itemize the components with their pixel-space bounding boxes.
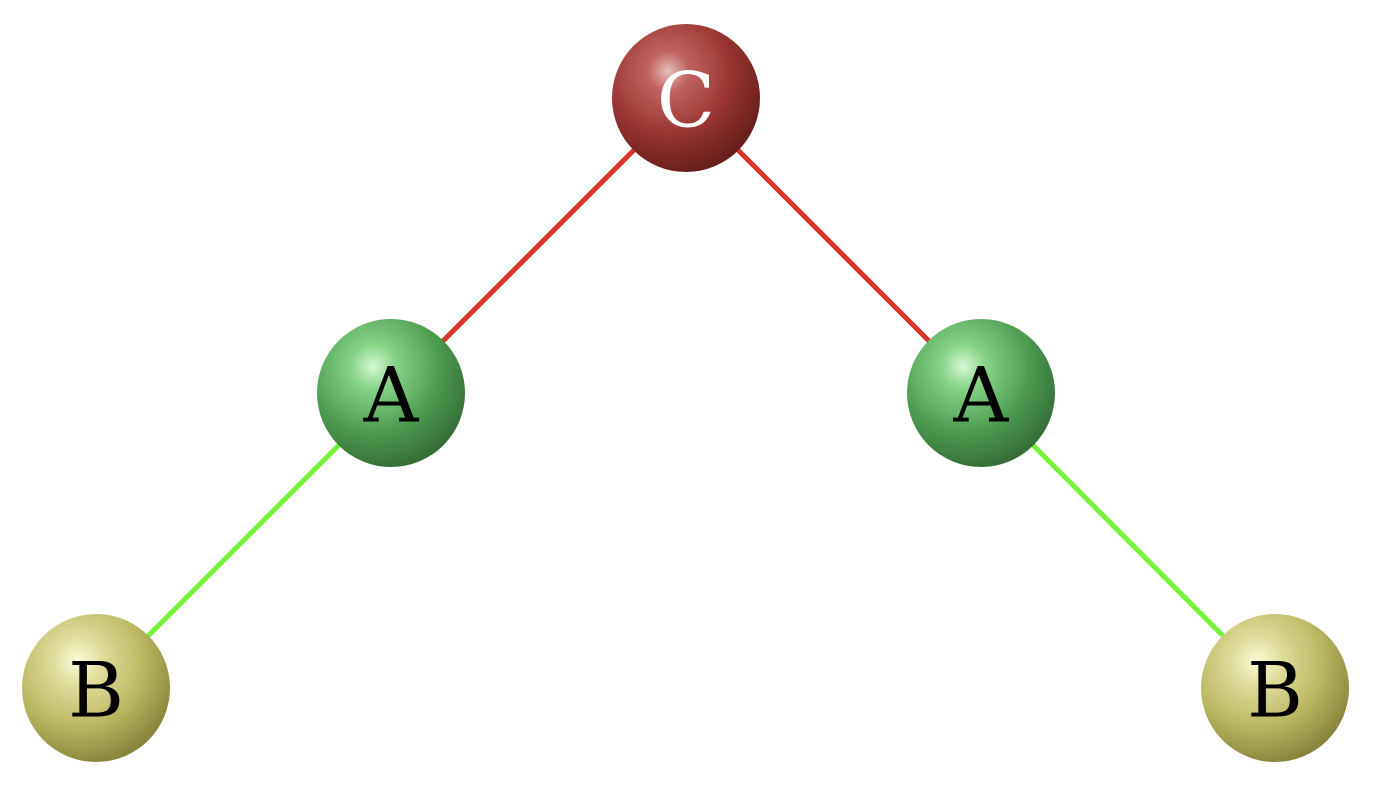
- nodes: C A A B B: [22, 24, 1349, 762]
- node-a-left: A: [317, 319, 465, 467]
- node-b-right: B: [1201, 614, 1349, 762]
- node-b-right-label: B: [1247, 646, 1303, 735]
- node-b-left-label: B: [68, 646, 124, 735]
- edges: [94, 96, 1277, 690]
- node-c-label: C: [657, 56, 715, 145]
- node-b-left: B: [22, 614, 170, 762]
- node-a-right-sphere: [907, 319, 1055, 467]
- node-b-right-sphere: [1201, 614, 1349, 762]
- node-c-sphere: [612, 24, 760, 172]
- node-a-left-label: A: [363, 351, 420, 440]
- node-a-right: A: [907, 319, 1055, 467]
- node-a-right-label: A: [953, 351, 1010, 440]
- node-c: C: [612, 24, 760, 172]
- node-a-left-sphere: [317, 319, 465, 467]
- node-b-left-sphere: [22, 614, 170, 762]
